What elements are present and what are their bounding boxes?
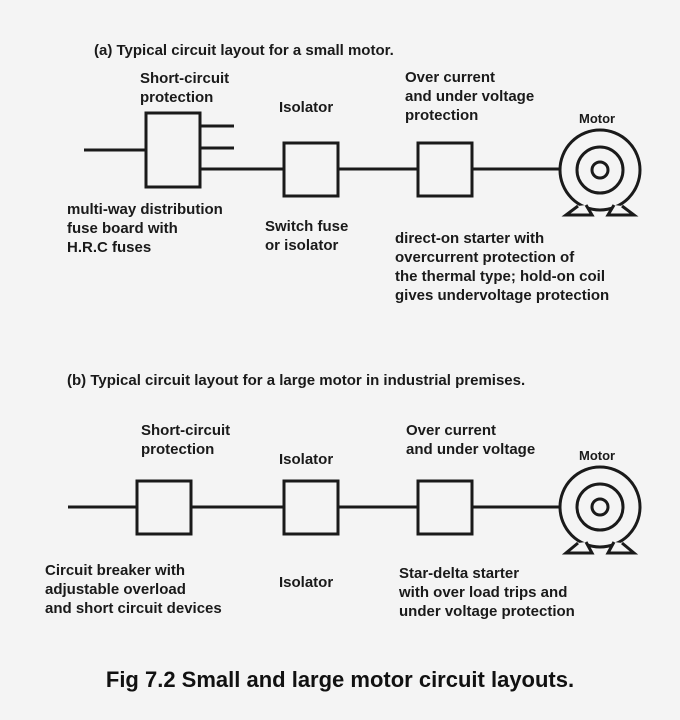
short-circuit-protection-label-b: Short-circuit protection — [141, 422, 231, 458]
motor-a-frame — [558, 128, 642, 212]
circuit-breaker-description: Circuit breaker with adjustable overload… — [45, 562, 222, 617]
isolator-box — [282, 479, 340, 536]
part-a-heading: (a) Typical circuit layout for a small m… — [94, 42, 394, 59]
isolator-label-b: Isolator — [279, 451, 334, 468]
motor-b-foot-left — [561, 541, 595, 555]
motor-label-a: Motor — [579, 111, 616, 126]
circuit-breaker-box — [135, 479, 193, 536]
circuit-b — [68, 465, 642, 555]
star-delta-starter-description: Star-delta starter with over load trips … — [399, 565, 575, 620]
motor-a-foot-left — [561, 204, 595, 217]
switch-fuse-box — [282, 141, 340, 198]
fuse-board-description: multi-way distribution fuse board with H… — [67, 201, 223, 256]
motor-b-shaft — [590, 497, 610, 517]
motor-a — [558, 128, 642, 217]
figure-caption: Fig 7.2 Small and large motor circuit la… — [105, 667, 575, 692]
dol-starter-description: direct-on starter with overcurrent prote… — [395, 230, 610, 304]
star-delta-starter-box — [416, 479, 474, 536]
motor-a-shaft — [590, 160, 610, 180]
motor-b-foot-right — [605, 541, 639, 555]
overcurrent-protection-label-a: Over current and under voltage protectio… — [405, 69, 535, 124]
short-circuit-protection-label-a: Short-circuit protection — [140, 70, 230, 106]
fuse-board-box — [144, 111, 202, 189]
isolator-label-a: Isolator — [279, 99, 334, 116]
dol-starter-box — [416, 141, 474, 198]
circuit-a — [84, 111, 642, 217]
motor-label-b: Motor — [579, 448, 616, 463]
motor-b-frame — [558, 465, 642, 549]
overcurrent-protection-label-b: Over current and under voltage — [406, 422, 536, 458]
switch-fuse-description: Switch fuse or isolator — [265, 218, 349, 254]
motor-b — [558, 465, 642, 555]
motor-a-foot-right — [605, 204, 639, 217]
motor-b-ring — [575, 482, 625, 532]
motor-a-ring — [575, 145, 625, 195]
part-b-heading: (b) Typical circuit layout for a large m… — [67, 372, 526, 389]
isolator-description-b: Isolator — [279, 574, 334, 591]
